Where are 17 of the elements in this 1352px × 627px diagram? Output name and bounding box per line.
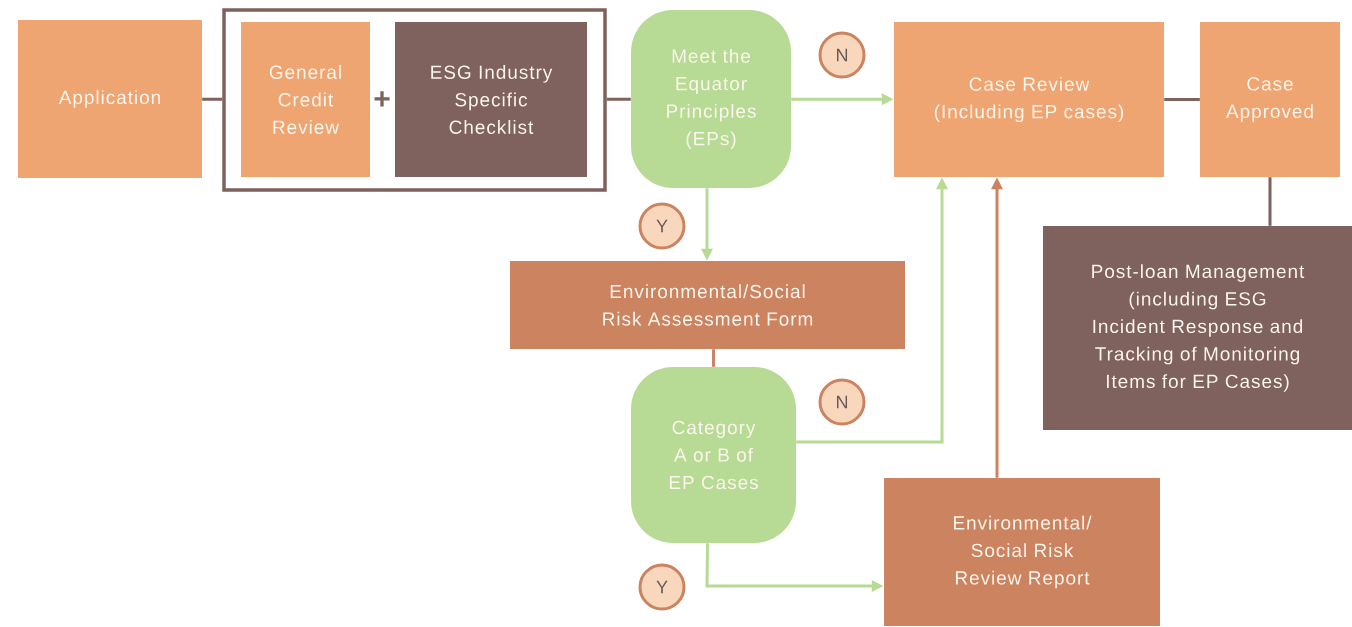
decision-box: Category A or B of EP Cases (631, 367, 796, 543)
decision-box: Meet the Equator Principles (EPs) (631, 10, 791, 188)
process-box: ESG Industry Specific Checklist (395, 22, 587, 177)
process-box: Environmental/Social Risk Assessment Form (510, 261, 905, 349)
connector-line (1164, 98, 1200, 101)
process-box: Case Review (Including EP cases) (894, 22, 1164, 177)
process-box: General Credit Review (241, 22, 370, 177)
process-box: Post-loan Management (including ESG Incident Response and Tracking of Monitoring Items for EP Cases) (1043, 226, 1352, 430)
process-box: Environmental/ Social Risk Review Report (884, 478, 1160, 626)
connector-line (712, 349, 715, 367)
connector-line (202, 97, 223, 101)
group-frame (222, 8, 607, 192)
process-box: Case Approved (1200, 22, 1340, 177)
connector-line (606, 97, 631, 101)
connector-line (1268, 177, 1272, 226)
plus-sign: + (374, 91, 390, 107)
process-box: Application (18, 20, 202, 178)
